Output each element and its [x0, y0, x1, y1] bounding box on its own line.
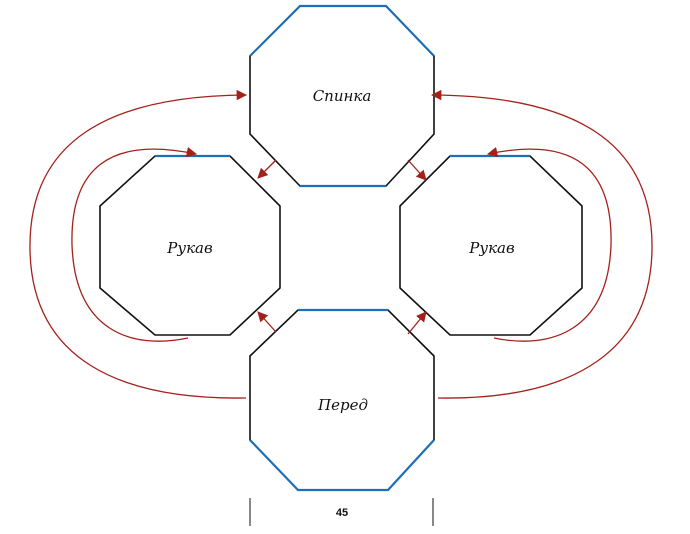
arrow-left-sleeve-loop	[71, 146, 198, 342]
right-sleeve-piece: Рукав	[399, 154, 583, 336]
arrow-right-sleeve-loop	[486, 146, 612, 342]
dimension-indicator: 45	[249, 498, 434, 526]
left-sleeve-outline	[99, 155, 281, 336]
left-sleeve-piece: Рукав	[99, 154, 281, 336]
arrow-front-to-back-right	[430, 89, 653, 399]
arrow-back-to-left-sleeve	[257, 159, 277, 179]
right-sleeve-outline	[399, 155, 583, 336]
arrow-front-to-right-sleeve	[407, 311, 427, 335]
short-arrows	[257, 159, 427, 335]
arrow-front-to-back-left	[29, 89, 248, 399]
front-label: Перед	[317, 396, 368, 414]
back-piece: Спинка	[249, 4, 435, 188]
front-piece: Перед	[249, 308, 435, 492]
arrow-front-to-left-sleeve	[257, 311, 277, 333]
right-sleeve-label: Рукав	[468, 239, 515, 257]
dimension-value: 45	[336, 507, 348, 519]
arrow-back-to-right-sleeve	[407, 159, 427, 181]
back-top-edge	[249, 4, 435, 57]
curved-arrows	[29, 89, 653, 399]
front-bottom-edge	[249, 439, 435, 492]
left-sleeve-label: Рукав	[166, 239, 213, 257]
back-label: Спинка	[313, 87, 372, 105]
